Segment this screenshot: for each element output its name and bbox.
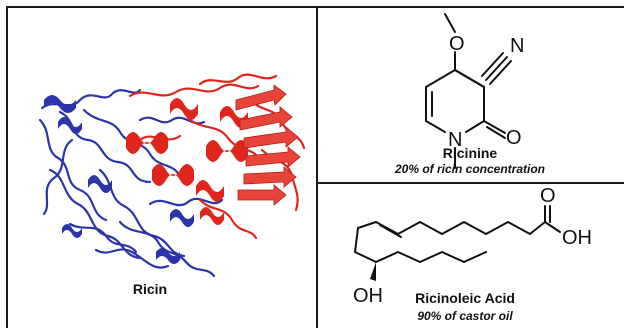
ricinoleic-acid-caption: Ricinoleic Acid: [415, 290, 515, 306]
ricinine-carbonyl-oxygen: O: [506, 127, 522, 149]
ricinoleic-wedge-bond: [370, 262, 376, 281]
ricinine-nitrile-nitrogen: N: [510, 35, 524, 57]
ricin-chain-a-sheets: [235, 84, 301, 206]
frame-top: [6, 6, 624, 8]
ricinoleic-hydroxyl: OH: [353, 285, 383, 307]
ricinine-note: 20% of ricin concentration: [394, 162, 546, 176]
frame-left: [6, 6, 8, 328]
ricin-chain-b-helices: [44, 95, 194, 264]
ricinoleic-acid-note: 90% of castor oil: [417, 309, 513, 323]
ricinoleic-acid-hydroxyl: OH: [562, 227, 592, 249]
panel-divider-horizontal: [316, 182, 624, 184]
panel-divider-vertical: [316, 6, 318, 328]
ricinine-methoxy-oxygen: O: [449, 33, 465, 55]
ricinine-caption: Ricinine: [442, 145, 498, 161]
ricin-caption: Ricin: [132, 281, 168, 297]
ricin-chain-a-helices: [126, 98, 248, 225]
ricinine-ring-nitrogen: N: [448, 129, 462, 151]
ricinoleic-carbonyl-oxygen: O: [540, 185, 556, 207]
